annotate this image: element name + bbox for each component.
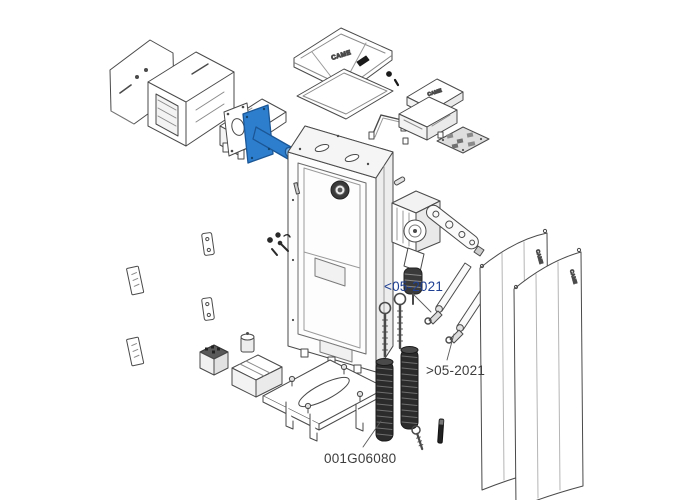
top-cover-icon: CAME <box>294 28 392 93</box>
control-box-icon <box>399 97 457 144</box>
foundation-plate-icon <box>263 360 386 441</box>
hinge-icon <box>202 297 215 320</box>
screw-kit-icon <box>268 233 290 255</box>
annotation-part-code: 001G06080 <box>324 451 396 466</box>
tie-rod-icon <box>425 246 484 324</box>
cover-housing-icon <box>148 52 234 146</box>
balancing-spring-icon <box>401 347 418 430</box>
brand-logo-door-panel: CAME <box>568 269 578 285</box>
brand-logo-control-cover: CAME <box>427 88 443 98</box>
cabinet-body-icon <box>288 126 393 373</box>
eye-rod-icon <box>395 294 406 349</box>
circuit-board-icon <box>437 127 489 153</box>
hinge-icon <box>202 232 215 255</box>
annotation-after-2021: >05-2021 <box>426 363 485 378</box>
pin-icon <box>438 419 444 443</box>
cover-gasket-icon <box>297 69 393 119</box>
came-sticker-icon <box>126 266 143 295</box>
lock-kit-icon <box>357 56 398 85</box>
came-sticker-icon <box>126 337 143 366</box>
transformer-icon <box>200 345 228 375</box>
capacitor-icon <box>241 332 254 352</box>
eye-bolt-icon <box>411 425 426 450</box>
anchor-leg-icon <box>286 402 363 441</box>
lever-arm-icon <box>424 202 481 251</box>
leader-lines <box>363 294 454 447</box>
battery-box-icon <box>232 355 282 397</box>
curved-door-panel-icon: CAME <box>514 248 583 500</box>
anchor-bolt-icon <box>289 364 362 413</box>
eye-rod-icon <box>380 303 391 357</box>
balancing-spring-icon <box>376 359 393 442</box>
annotation-before-2021: <05-2021 <box>384 279 443 294</box>
brand-logo-door-panel: CAME <box>534 249 544 265</box>
gearmotor-icon <box>392 176 440 304</box>
